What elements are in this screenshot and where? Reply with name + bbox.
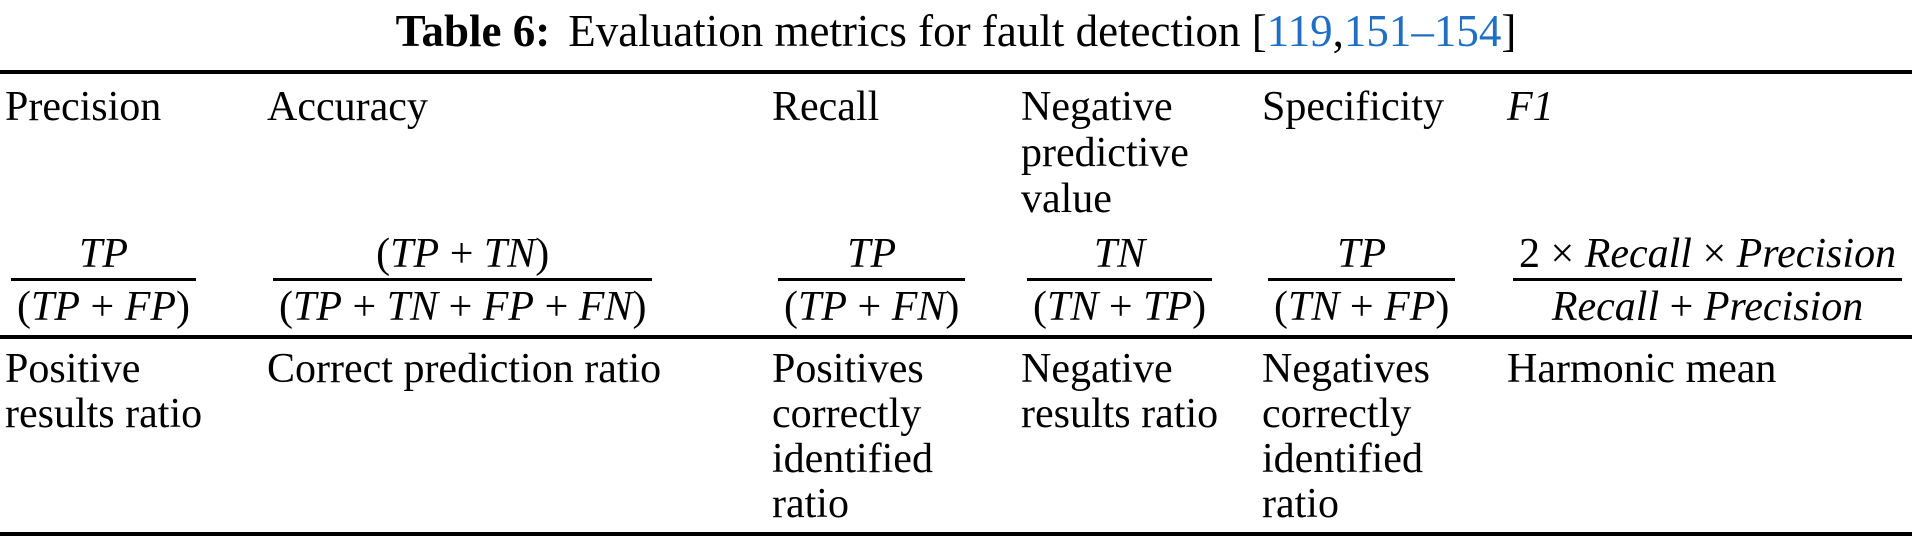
- table-caption: Table 6: Evaluation metrics for fault det…: [0, 0, 1912, 70]
- citation-close-bracket: ]: [1501, 6, 1517, 56]
- citation-link-151-154[interactable]: 151–154: [1343, 6, 1502, 56]
- description-cell-f1: Harmonic mean: [1507, 346, 1777, 392]
- description-cell-accuracy: Correct prediction ratio: [267, 346, 662, 392]
- fraction-denominator: (TP + TN + FP + FN): [273, 278, 653, 331]
- description-cell-precision: Positive results ratio: [5, 346, 203, 437]
- table-top-rule: [0, 70, 1912, 74]
- description-cell-specificity: Negatives correctly identified ratio: [1262, 346, 1430, 527]
- fraction-denominator: (TN + FP): [1268, 278, 1456, 331]
- fraction-numerator: TN: [1093, 231, 1146, 277]
- citation-open-bracket: [: [1251, 6, 1267, 56]
- citation-link-119[interactable]: 119: [1266, 6, 1333, 56]
- fraction-numerator: 2 × Recall × Precision: [1519, 231, 1897, 277]
- fraction-numerator: TP: [79, 231, 129, 277]
- fraction-numerator: TP: [1337, 231, 1387, 277]
- header-cell-f1: F1: [1507, 84, 1554, 130]
- formula-cell-f1: 2 × Recall × Precision Recall + Precisio…: [1507, 230, 1912, 331]
- citation-separator: ,: [1332, 6, 1344, 56]
- fraction-accuracy: (TP + TN) (TP + TN + FP + FN): [273, 230, 653, 331]
- header-cell-precision: Precision: [5, 84, 162, 130]
- table-bottom-rule: [0, 532, 1912, 536]
- fraction-numerator: TP: [847, 231, 897, 277]
- fraction-denominator: (TN + TP): [1027, 278, 1213, 331]
- fraction-numerator: (TP + TN): [376, 231, 550, 277]
- fraction-denominator: Recall + Precision: [1513, 278, 1903, 331]
- description-cell-negative-predictive-value: Negative results ratio: [1021, 346, 1219, 437]
- formula-cell-specificity: TP (TN + FP): [1262, 230, 1507, 331]
- table-formula-row: TP (TP + FP) (TP + TN) (TP + TN + FP + F…: [0, 230, 1912, 335]
- table-description-row: Positive results ratio Correct predictio…: [0, 339, 1912, 532]
- header-cell-accuracy: Accuracy: [267, 84, 428, 130]
- formula-cell-negative-predictive-value: TN (TN + TP): [1021, 230, 1262, 331]
- table-caption-text: Evaluation metrics for fault detection: [568, 6, 1252, 56]
- formula-cell-accuracy: (TP + TN) (TP + TN + FP + FN): [267, 230, 772, 331]
- fraction-precision: TP (TP + FP): [11, 230, 197, 331]
- table-mid-rule: [0, 335, 1912, 339]
- header-cell-specificity: Specificity: [1262, 84, 1444, 130]
- header-cell-negative-predictive-value: Negative predictive value: [1021, 84, 1189, 222]
- formula-cell-precision: TP (TP + FP): [5, 230, 267, 331]
- fraction-f1: 2 × Recall × Precision Recall + Precisio…: [1513, 230, 1903, 331]
- fraction-negative-predictive-value: TN (TN + TP): [1027, 230, 1213, 331]
- table-caption-label: Table 6:: [395, 6, 551, 56]
- formula-cell-recall: TP (TP + FN): [772, 230, 1021, 331]
- description-cell-recall: Positives correctly identified ratio: [772, 346, 933, 527]
- table-header-row: Precision Accuracy Recall Negative predi…: [0, 74, 1912, 230]
- fraction-specificity: TP (TN + FP): [1268, 230, 1456, 331]
- header-cell-recall: Recall: [772, 84, 880, 130]
- fraction-recall: TP (TP + FN): [778, 230, 966, 331]
- fraction-denominator: (TP + FN): [778, 278, 966, 331]
- fraction-denominator: (TP + FP): [11, 278, 197, 331]
